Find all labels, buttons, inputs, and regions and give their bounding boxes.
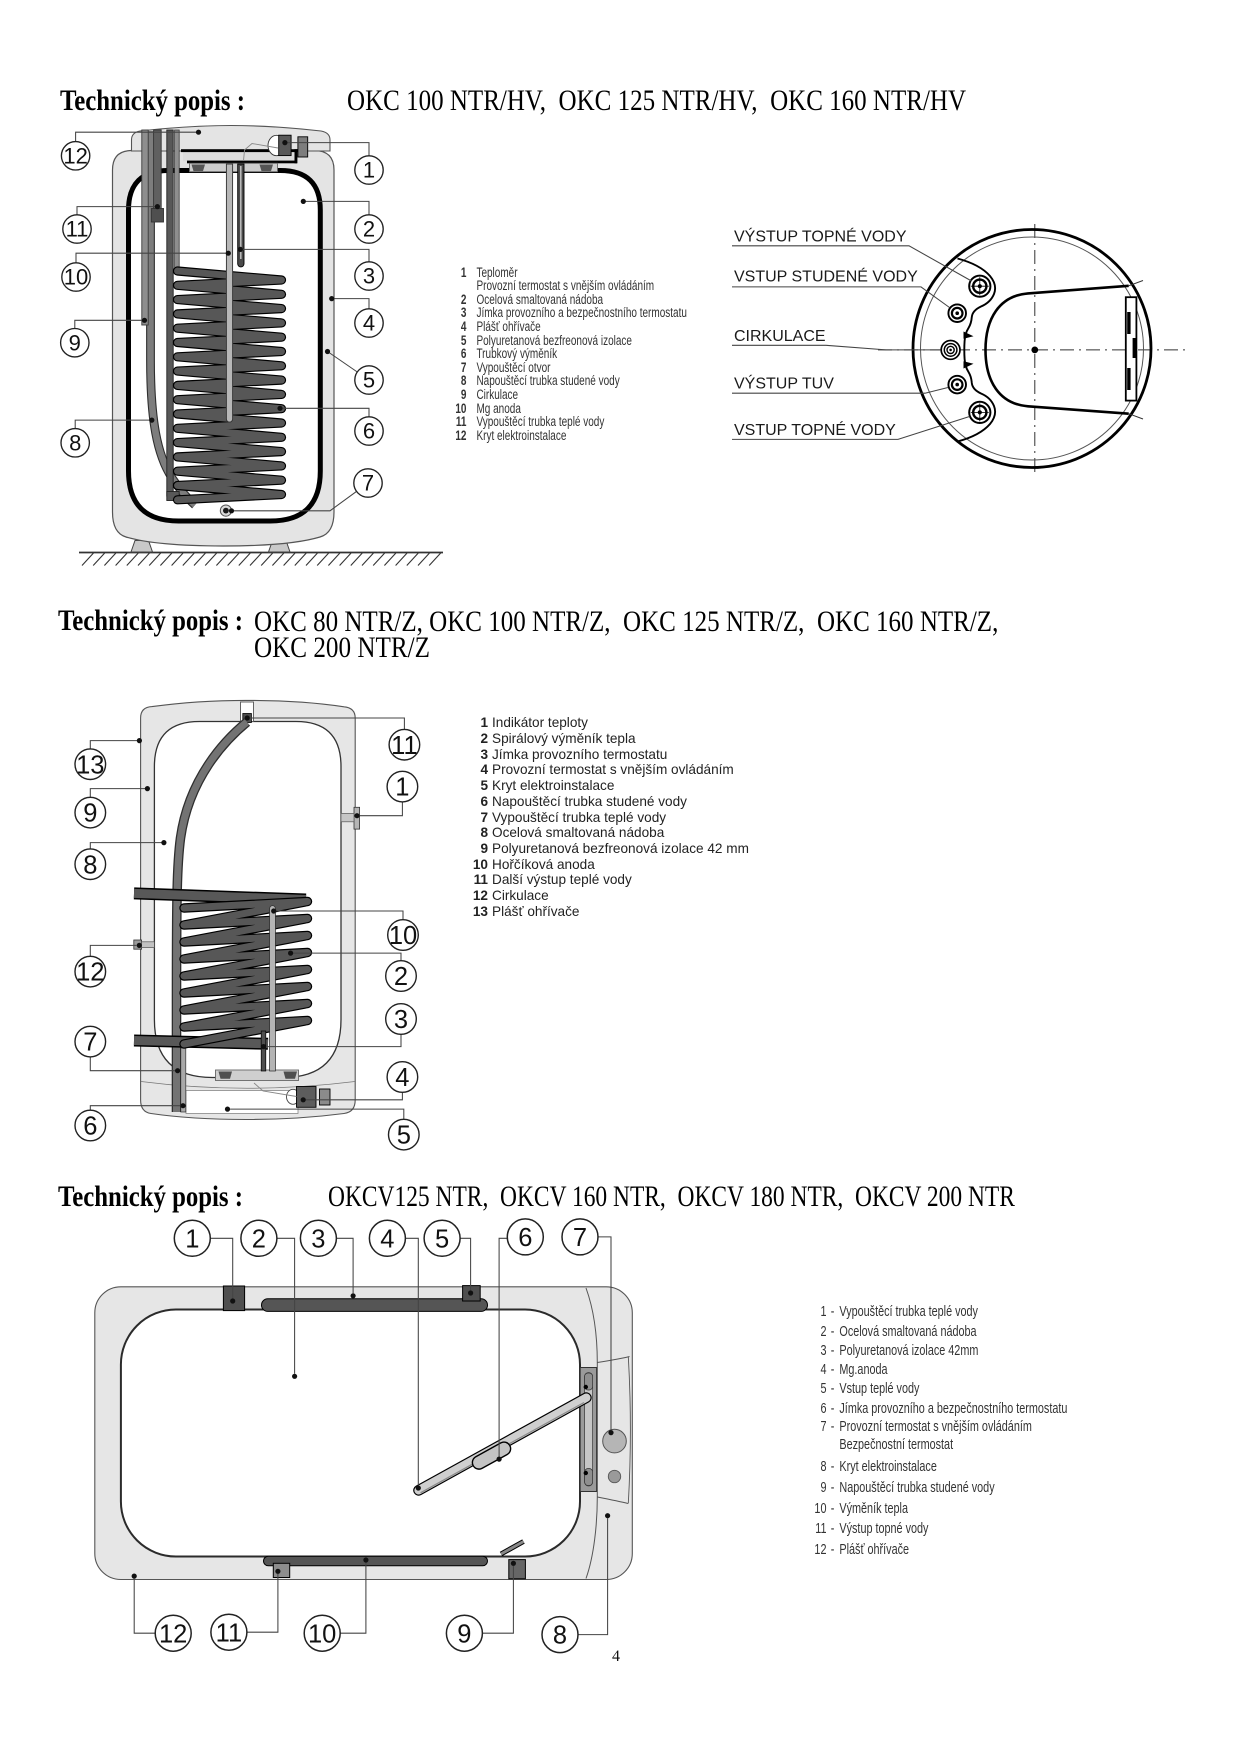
svg-text:9: 9 — [69, 330, 81, 355]
svg-text:3: 3 — [363, 264, 375, 289]
svg-text:8: 8 — [83, 851, 97, 879]
svg-text:7: 7 — [573, 1224, 587, 1252]
svg-text:8: 8 — [553, 1622, 567, 1650]
svg-text:5: 5 — [363, 368, 375, 393]
svg-text:6: 6 — [363, 419, 375, 444]
svg-text:11: 11 — [216, 1619, 242, 1647]
svg-text:12: 12 — [63, 143, 87, 168]
svg-text:4: 4 — [395, 1064, 409, 1092]
svg-text:5: 5 — [435, 1225, 449, 1253]
svg-text:3: 3 — [311, 1225, 325, 1253]
svg-text:5: 5 — [397, 1122, 411, 1150]
svg-text:13: 13 — [76, 751, 104, 779]
svg-text:VÝSTUP TOPNÉ VODY: VÝSTUP TOPNÉ VODY — [734, 227, 907, 246]
svg-text:1: 1 — [363, 158, 375, 183]
svg-text:VSTUP STUDENÉ VODY: VSTUP STUDENÉ VODY — [734, 267, 918, 286]
svg-text:VÝSTUP TUV: VÝSTUP TUV — [734, 374, 834, 393]
svg-text:9: 9 — [457, 1620, 471, 1648]
svg-text:4: 4 — [612, 1648, 620, 1665]
svg-text:9: 9 — [83, 800, 97, 828]
svg-text:2: 2 — [252, 1225, 266, 1253]
svg-text:1: 1 — [185, 1225, 199, 1253]
svg-text:CIRKULACE: CIRKULACE — [734, 328, 826, 345]
svg-text:3: 3 — [394, 1006, 408, 1034]
svg-text:4: 4 — [380, 1225, 394, 1253]
svg-text:6: 6 — [518, 1224, 532, 1252]
svg-text:6: 6 — [83, 1113, 97, 1141]
svg-text:10: 10 — [64, 265, 88, 290]
svg-text:11: 11 — [391, 732, 417, 760]
svg-text:8: 8 — [69, 430, 81, 455]
svg-text:2: 2 — [394, 963, 408, 991]
svg-text:2: 2 — [363, 217, 375, 242]
svg-text:12: 12 — [76, 959, 104, 987]
svg-text:1: 1 — [395, 774, 409, 802]
svg-text:10: 10 — [308, 1620, 336, 1648]
svg-text:VSTUP TOPNÉ VODY: VSTUP TOPNÉ VODY — [734, 420, 896, 439]
svg-text:12: 12 — [159, 1620, 187, 1648]
svg-text:10: 10 — [389, 922, 417, 950]
svg-text:11: 11 — [66, 217, 89, 242]
svg-text:7: 7 — [362, 471, 374, 496]
svg-text:7: 7 — [83, 1029, 97, 1057]
svg-text:4: 4 — [363, 311, 375, 336]
